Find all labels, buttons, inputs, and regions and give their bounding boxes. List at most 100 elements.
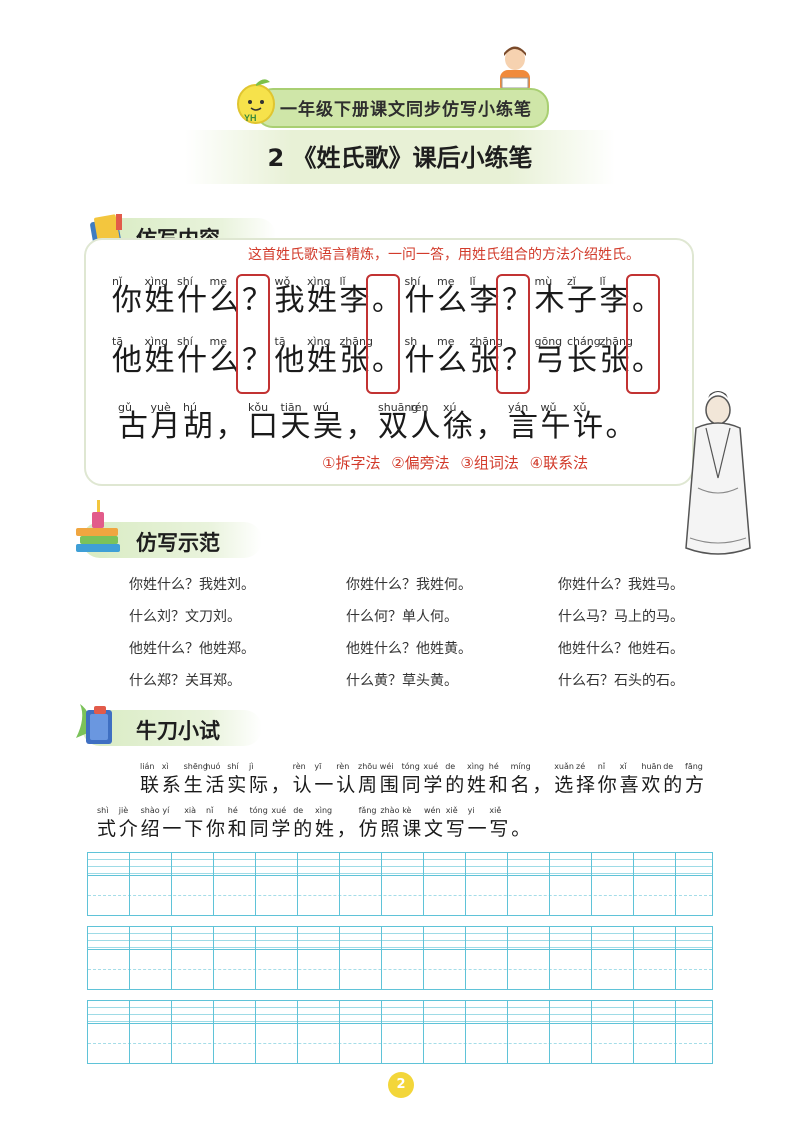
pinyin-syllable: hé [227, 806, 238, 815]
pinyin-syllable: yuè [150, 401, 171, 414]
pinyin-syllable: hú [183, 401, 197, 414]
hanzi-char: ？ [242, 283, 272, 318]
hanzi-char: 生 [183, 774, 211, 796]
pinyin-syllable: nǐ [206, 806, 214, 815]
example-line: 你姓什么？我姓马。 [558, 577, 684, 593]
hanzi-char: 姓 [307, 343, 337, 378]
pinyin-syllable: jiè [118, 806, 129, 815]
hanzi-char: 胡 [183, 409, 213, 444]
pinyin-syllable: zǐ [567, 275, 576, 288]
pinyin-syllable: zhāng [339, 335, 373, 348]
hanzi-char: ， [532, 774, 560, 796]
title-band [185, 130, 615, 184]
pinyin-syllable: wéi [379, 762, 394, 771]
stacked-books-icon [76, 500, 120, 552]
pinyin-syllable: gōng [534, 335, 563, 348]
hanzi-char: 姓 [144, 343, 175, 378]
example-line: 他姓什么？他姓石。 [558, 641, 684, 657]
hanzi-char: 。 [632, 283, 662, 318]
hanzi-char: 介 [118, 818, 146, 840]
pinyin-syllable: xìng [144, 275, 169, 288]
pinyin-syllable: xué [271, 806, 287, 815]
hanzi-char: 系 [161, 774, 189, 796]
pinyin-syllable: xiě [445, 806, 458, 815]
pinyin-syllable: de [293, 806, 304, 815]
pinyin-syllable: wǒ [274, 275, 291, 288]
page-title: 2 《姓氏歌》课后小练笔 [267, 144, 533, 172]
hanzi-char: ， [270, 774, 298, 796]
pinyin-syllable: yí [162, 806, 170, 815]
hanzi-char: 口 [248, 409, 278, 444]
hanzi-char: 周 [358, 774, 386, 796]
ancient-scholar-illustration [685, 391, 751, 555]
section-label-task: 牛刀小试 [136, 719, 220, 743]
writing-grid-row[interactable] [87, 852, 713, 916]
hanzi-char: ？ [502, 283, 532, 318]
pinyin-syllable: gǔ [118, 401, 132, 414]
pinyin-syllable: shì [97, 806, 109, 815]
hanzi-char: 什 [177, 283, 207, 318]
hanzi-char: 和 [227, 818, 255, 840]
pinyin-syllable: tā [112, 335, 124, 348]
hanzi-char: 么 [209, 283, 240, 318]
hanzi-char: 活 [205, 774, 233, 796]
logo-letters: YH [244, 113, 257, 123]
hanzi-char: 李 [599, 283, 630, 318]
pinyin-syllable: nǐ [112, 275, 123, 288]
writing-grid-row[interactable] [87, 1000, 713, 1064]
pinyin-syllable: xìng [307, 275, 331, 288]
hanzi-char: 木 [534, 283, 565, 318]
pinyin-syllable: xuǎn [554, 762, 574, 771]
banner-text: 一年级下册课文同步仿写小练笔 [280, 100, 532, 120]
pinyin-syllable: kǒu [248, 401, 269, 414]
hanzi-char: 仿 [358, 818, 386, 840]
intro-text: 这首姓氏歌语言精炼，一问一答，用姓氏组合的方法介绍姓氏。 [248, 247, 640, 263]
pinyin-syllable: xué [423, 762, 439, 771]
hanzi-char: 。 [605, 409, 636, 444]
writing-grid-row[interactable] [87, 926, 713, 990]
hanzi-char: 吴 [313, 409, 343, 444]
hanzi-char: 方 [685, 774, 713, 796]
example-line: 他姓什么？他姓郑。 [129, 641, 255, 657]
hanzi-char: 际 [249, 774, 277, 796]
pinyin-syllable: huān [641, 762, 662, 771]
pinyin-syllable: rèn [336, 762, 350, 771]
hanzi-char: 认 [292, 774, 320, 796]
hanzi-char: ？ [502, 343, 532, 378]
hanzi-char: 一 [162, 818, 190, 840]
pinyin-syllable: xǐ [619, 762, 627, 771]
pinyin-syllable: wǔ [540, 401, 557, 414]
hanzi-char: 么 [437, 283, 467, 318]
hanzi-char: 名 [510, 774, 538, 796]
hanzi-char: 一 [314, 774, 342, 796]
hanzi-char: 的 [663, 774, 691, 796]
hanzi-char: 徐 [443, 409, 473, 444]
pinyin-syllable: zhōu [358, 762, 378, 771]
hanzi-char: 你 [597, 774, 625, 796]
hanzi-char: 同 [249, 818, 277, 840]
pinyin-syllable: xú [443, 401, 457, 414]
pinyin-syllable: shí [177, 335, 193, 348]
pinyin-syllable: lián [140, 762, 155, 771]
hanzi-char: 姓 [307, 283, 337, 318]
hanzi-char: 认 [336, 774, 364, 796]
hanzi-char: 写 [445, 818, 473, 840]
hanzi-char: 和 [488, 774, 516, 796]
hanzi-char: 么 [209, 343, 240, 378]
hanzi-char: 绍 [140, 818, 168, 840]
pinyin-syllable: shuāng [378, 401, 419, 414]
hanzi-char: ？ [242, 343, 272, 378]
question-mark-box [236, 274, 270, 394]
example-line: 什么何？单人何。 [346, 609, 458, 625]
hanzi-char: 。 [372, 283, 402, 318]
pinyin-syllable: jì [249, 762, 254, 771]
pinyin-syllable: xìng [144, 335, 169, 348]
pinyin-syllable: xìng [315, 806, 333, 815]
hanzi-char: ， [215, 409, 246, 444]
hanzi-char: 的 [293, 818, 321, 840]
pinyin-syllable: hé [488, 762, 499, 771]
example-line: 什么马？马上的马。 [558, 609, 684, 625]
hanzi-char: 学 [271, 818, 299, 840]
section-label-example: 仿写示范 [136, 531, 220, 555]
pinyin-syllable: zhào [380, 806, 400, 815]
